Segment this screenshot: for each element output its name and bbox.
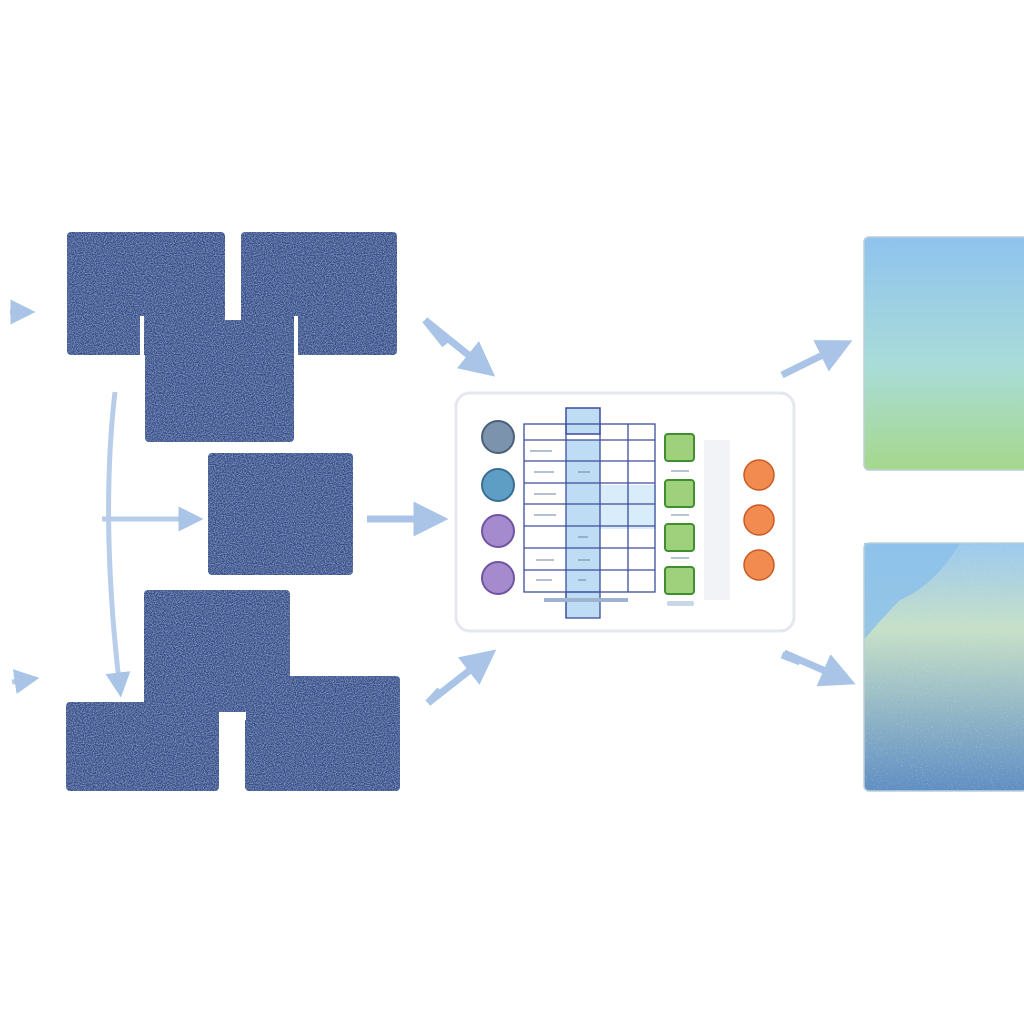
input-tile-3 bbox=[145, 320, 294, 442]
green-square bbox=[664, 479, 695, 508]
right-nodes bbox=[743, 459, 775, 581]
teal-node bbox=[481, 468, 515, 502]
trunk-arrow bbox=[105, 391, 131, 698]
orange-node bbox=[743, 504, 775, 536]
green-square bbox=[664, 433, 695, 462]
arrow-in-bottom bbox=[11, 669, 40, 694]
arrow-to-output-top bbox=[780, 340, 853, 379]
orange-node bbox=[743, 549, 775, 581]
middle-squares bbox=[664, 433, 730, 606]
table-header-cell bbox=[565, 407, 601, 435]
input-tile-6 bbox=[66, 702, 219, 791]
input-arrows bbox=[10, 299, 204, 698]
green-square bbox=[664, 566, 695, 595]
gradient-output bbox=[863, 236, 1024, 471]
slate-node bbox=[481, 420, 515, 454]
violet-node bbox=[481, 514, 515, 548]
violet-node bbox=[481, 561, 515, 595]
input-tile-7 bbox=[245, 676, 400, 791]
left-nodes bbox=[481, 420, 515, 595]
input-tile-4 bbox=[208, 453, 353, 575]
data-table bbox=[523, 407, 656, 619]
textured-output bbox=[863, 542, 1024, 792]
green-square bbox=[664, 523, 695, 552]
input-tiles bbox=[66, 232, 400, 791]
orange-node bbox=[743, 459, 775, 491]
